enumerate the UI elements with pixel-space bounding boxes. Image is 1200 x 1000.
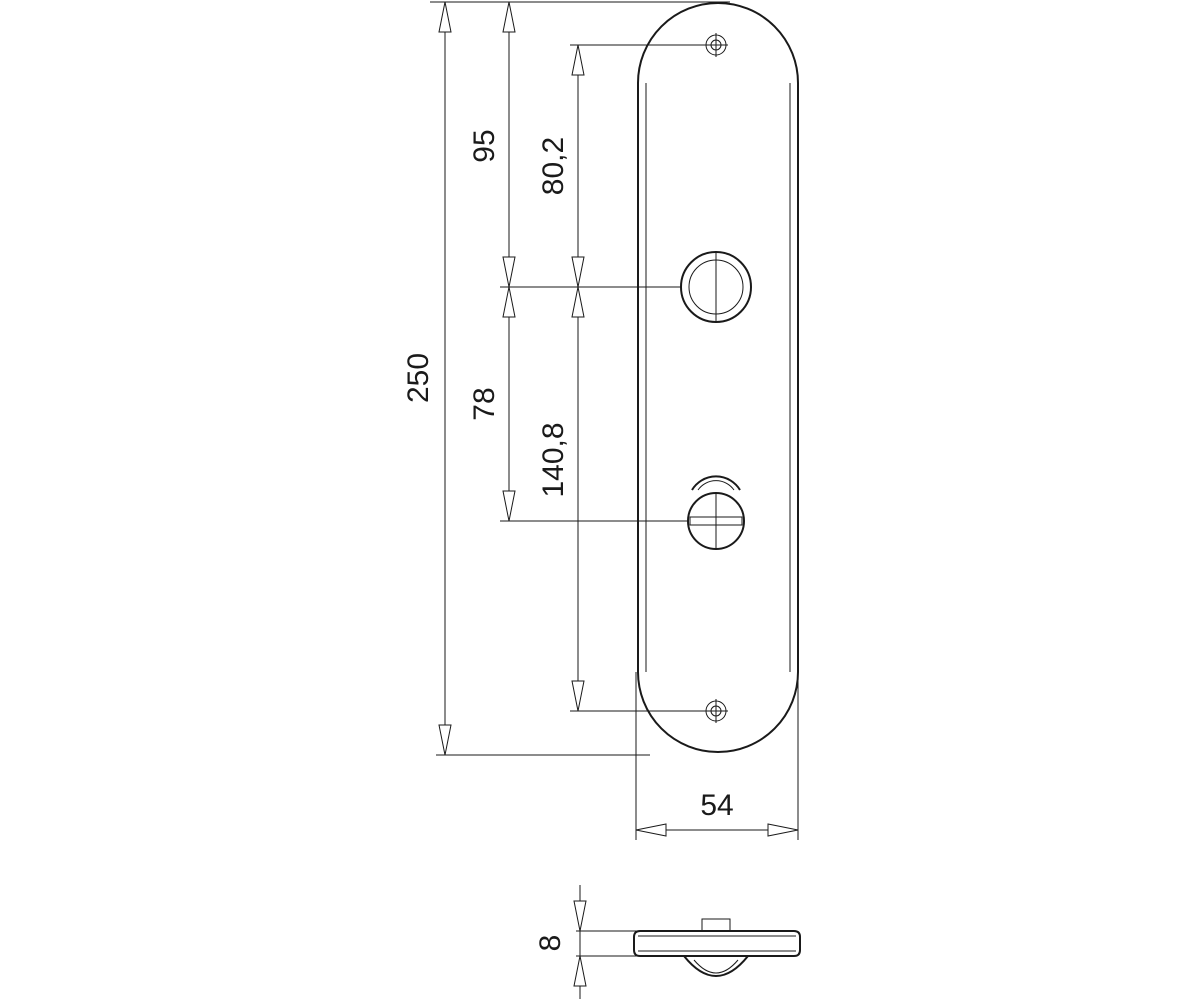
spindle-hole [680,251,752,323]
bottom-screw-hole [704,699,728,723]
extension-lines [430,1,799,840]
side-rose-bump [683,955,749,977]
dimension-label-78: 78 [468,387,501,420]
backplate-side-view [633,918,801,977]
backplate-front-view [637,2,799,753]
dimension-screw-to-spindle: 80,2 [537,44,585,288]
dimension-label-8: 8 [534,935,567,952]
dimension-top-to-spindle: 95 [468,1,516,288]
dimension-label-80-2: 80,2 [537,137,570,195]
dimension-label-95: 95 [468,129,501,162]
side-turn-knob [701,918,731,932]
dimension-width: 54 [635,789,799,837]
side-plate-outline [633,930,801,957]
dimension-thickness: 8 [534,885,640,999]
dimension-spindle-to-turn: 78 [468,286,516,522]
dimension-label-250: 250 [402,353,435,403]
dimension-spindle-to-bottom-screw: 140,8 [537,286,585,712]
dimension-label-140-8: 140,8 [537,422,570,497]
thumb-turn [687,475,745,550]
dimension-label-54: 54 [700,789,733,822]
dimension-total-height: 250 [402,1,452,756]
plate-outline [637,2,799,753]
top-screw-hole [704,33,728,57]
